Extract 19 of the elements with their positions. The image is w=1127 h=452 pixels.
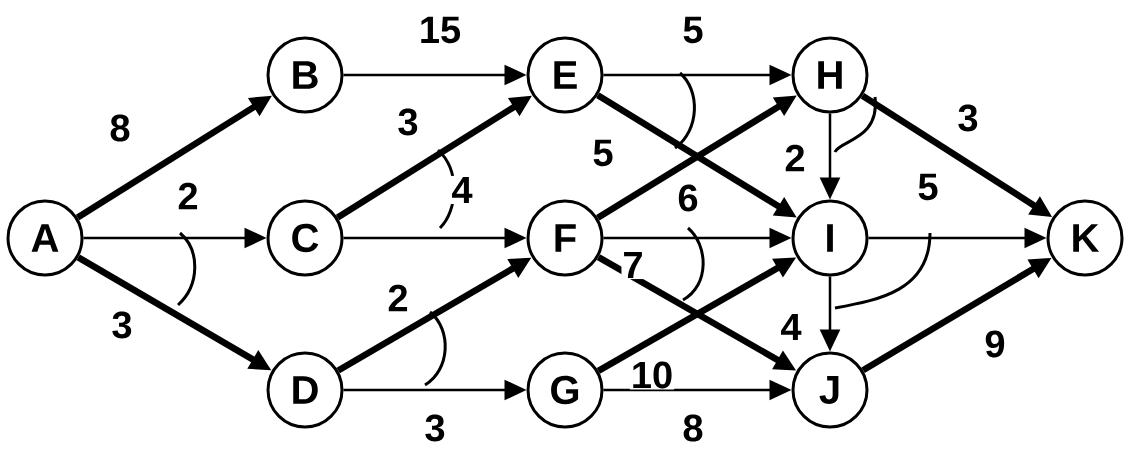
edge-label: 2 (176, 181, 200, 211)
edge-label: 3 (110, 310, 134, 340)
edge-label: 2 (386, 283, 410, 313)
edge-label: 8 (108, 113, 132, 143)
edge-label: 4 (779, 312, 803, 342)
edge-label: 8 (681, 413, 705, 443)
edge-label: 5 (591, 138, 615, 168)
edge-label: 5 (681, 15, 705, 45)
edge-label: 10 (629, 360, 675, 390)
edge-label: 7 (621, 250, 645, 280)
edge-label: 5 (916, 172, 940, 202)
edge-label: 4 (450, 175, 474, 205)
edge-label: 15 (417, 15, 463, 45)
edge-label: 3 (396, 107, 420, 137)
edge-label: 6 (676, 183, 700, 213)
edge-label: 3 (956, 103, 980, 133)
edge-label: 2 (783, 143, 807, 173)
edge-label: 9 (983, 329, 1007, 359)
edge-label: 3 (423, 413, 447, 443)
